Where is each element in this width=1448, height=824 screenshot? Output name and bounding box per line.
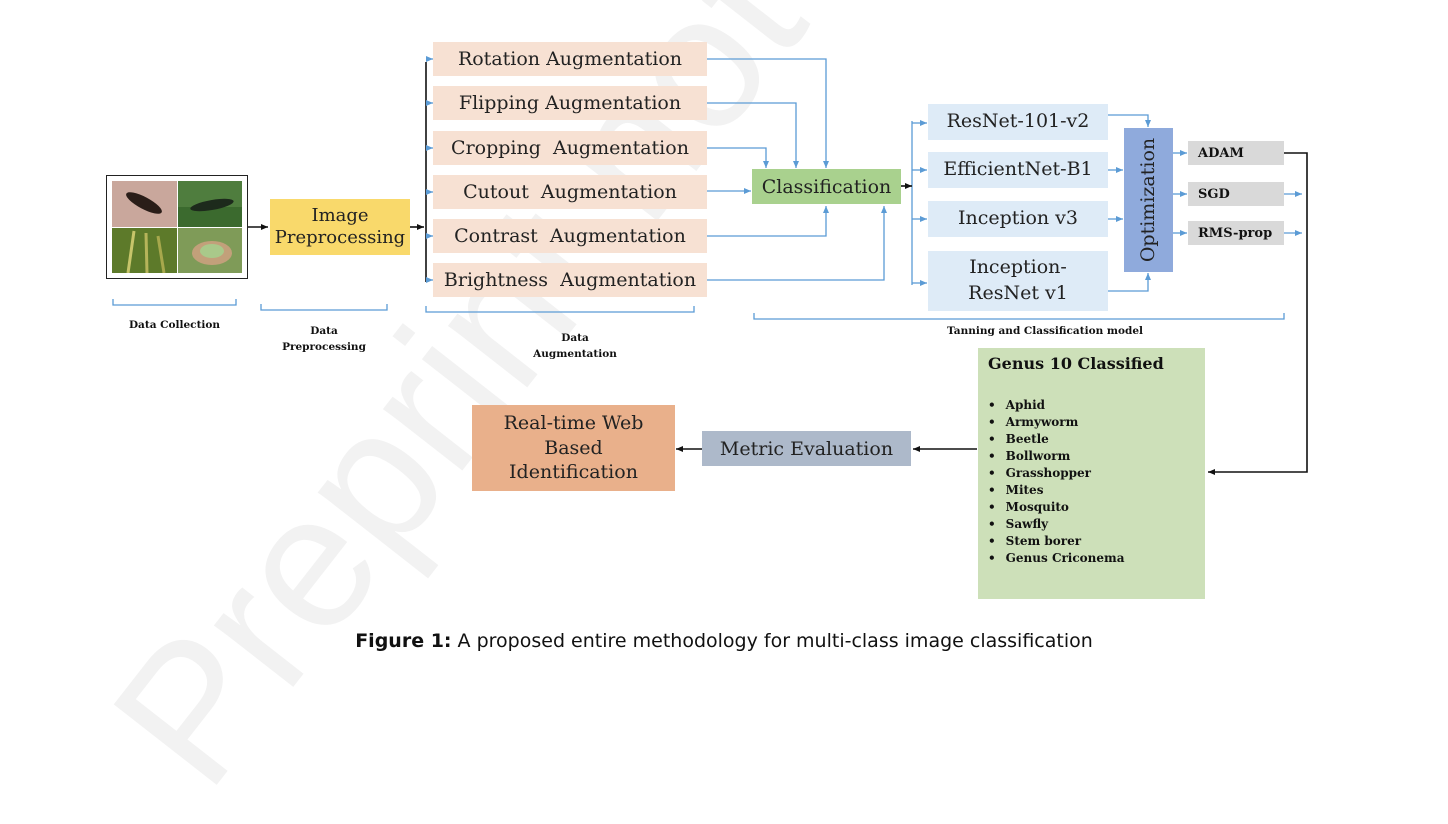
bracket-training [753,313,1285,320]
genus-classified-box: Genus 10 Classified Aphid Armyworm Beetl… [978,348,1205,599]
genus-class-item: Mosquito [988,499,1195,516]
genus-class-item: Stem borer [988,533,1195,550]
arrow-contrast [707,206,829,237]
bracket-data-preprocessing [260,304,388,311]
metric-evaluation-box: Metric Evaluation [702,431,911,466]
arrow-flipping [707,102,799,168]
genus-class-item: Mites [988,482,1195,499]
data-collection-image [106,175,248,279]
model-inception-resnet-v1: Inception- ResNet v1 [928,251,1108,311]
figure-caption: Figure 1: A proposed entire methodology … [0,630,1448,652]
connectors [112,56,1308,475]
bracket-data-augmentation [425,306,695,313]
brightness-augmentation-box: Brightness Augmentation [433,263,707,297]
genus-class-item: Aphid [988,397,1195,414]
model-resnet-101-v2: ResNet-101-v2 [928,104,1108,140]
genus-class-item: Sawfly [988,516,1195,533]
genus-class-item: Beetle [988,431,1195,448]
optimization-label: Optimization [1137,137,1160,263]
genus-class-list: Aphid Armyworm Beetle Bollworm Grasshopp… [988,397,1195,567]
rotation-augmentation-box: Rotation Augmentation [433,42,707,76]
figure-caption-prefix: Figure 1: [355,630,452,652]
genus-title: Genus 10 Classified [988,354,1164,373]
armyworm-photo [178,181,242,227]
classification-box: Classification [752,169,901,204]
image-preprocessing-box: Image Preprocessing [270,199,410,255]
data-augmentation-label-line1: Data [561,332,589,344]
wheat-photo [112,228,177,274]
methodology-diagram: Preprint not [0,0,1448,694]
arrow-brightness [707,206,887,281]
arrow-adam-to-genus [1208,152,1308,475]
leaf-photo [178,228,242,273]
arrow-cropping [707,147,769,168]
contrast-augmentation-box: Contrast Augmentation [433,219,707,253]
genus-class-item: Grasshopper [988,465,1195,482]
model-inception-v3: Inception v3 [928,201,1108,237]
genus-class-item: Armyworm [988,414,1195,431]
model-inception-resnet-line2: ResNet v1 [968,282,1068,304]
data-collection-label: Data Collection [128,319,221,331]
data-preprocessing-label-line1: Data [310,325,338,337]
optimizer-rms-prop: RMS-prop [1188,221,1284,245]
genus-class-item: Bollworm [988,448,1195,465]
web-identification-box: Real-time Web Based Identification [472,405,675,491]
optimizer-adam: ADAM [1188,141,1284,165]
web-line2: Based [544,436,603,459]
model-efficientnet-b1: EfficientNet-B1 [928,152,1108,188]
data-preprocessing-label: Data Preprocessing [261,324,387,356]
data-preprocessing-label-line2: Preprocessing [282,340,366,353]
data-augmentation-label-line2: Augmentation [533,347,617,360]
genus-class-item: Genus Criconema [988,550,1195,567]
figure-caption-text: A proposed entire methodology for multi-… [451,630,1093,652]
optimization-box: Optimization [1124,128,1173,272]
optimizer-sgd: SGD [1188,182,1284,206]
arrow-rotation [707,58,829,168]
web-line1: Real-time Web [503,411,644,434]
preprocessing-line1: Image [311,205,369,227]
flipping-augmentation-box: Flipping Augmentation [433,86,707,120]
training-label: Tanning and Classification model [947,325,1143,337]
cutout-augmentation-box: Cutout Augmentation [433,175,707,209]
caterpillar-photo [112,181,177,227]
web-line3: Identification [509,461,638,484]
model-inception-resnet-line1: Inception- [969,256,1067,279]
preprocessing-line2: Preprocessing [274,227,406,248]
data-augmentation-label: Data Augmentation [500,331,650,363]
bracket-data-collection [112,299,237,306]
cropping-augmentation-box: Cropping Augmentation [433,131,707,165]
